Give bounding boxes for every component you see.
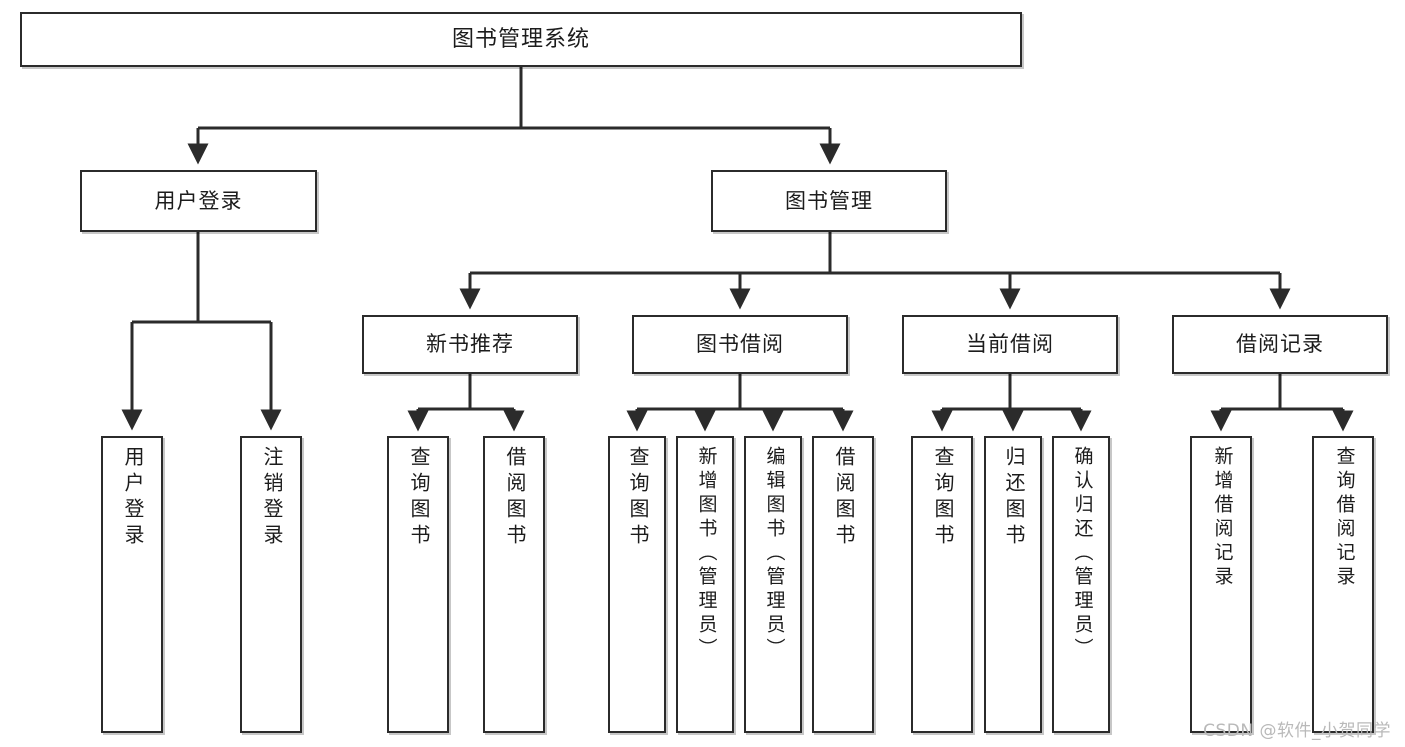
leaf-query-book-2[interactable]: 查询图书 — [608, 436, 666, 733]
leaf-borrow-book-2-label: 借阅图书 — [832, 446, 856, 550]
leaf-user-logout[interactable]: 注销登录 — [240, 436, 302, 733]
leaf-query-book-3-label: 查询图书 — [931, 446, 955, 550]
node-borrow-record[interactable]: 借阅记录 — [1172, 315, 1388, 374]
leaf-query-book-2-label: 查询图书 — [626, 446, 650, 550]
leaf-borrow-book-1[interactable]: 借阅图书 — [483, 436, 545, 733]
leaf-borrow-book-1-label: 借阅图书 — [503, 446, 527, 550]
leaf-edit-book-label: 编辑图书（管理员） — [763, 446, 786, 662]
node-book-manage-label: 图书管理 — [785, 188, 873, 213]
leaf-add-book[interactable]: 新增图书（管理员） — [676, 436, 734, 733]
leaf-confirm-return[interactable]: 确认归还（管理员） — [1052, 436, 1110, 733]
leaf-borrow-book-2[interactable]: 借阅图书 — [812, 436, 874, 733]
leaf-add-record[interactable]: 新增借阅记录 — [1190, 436, 1252, 733]
node-new-book-recommend[interactable]: 新书推荐 — [362, 315, 578, 374]
leaf-user-login-label: 用户登录 — [121, 446, 145, 550]
node-root-label: 图书管理系统 — [451, 26, 590, 52]
leaf-return-book-label: 归还图书 — [1002, 446, 1026, 550]
leaf-confirm-return-label: 确认归还（管理员） — [1071, 446, 1094, 662]
node-borrow-record-label: 借阅记录 — [1236, 332, 1324, 357]
node-book-manage[interactable]: 图书管理 — [711, 170, 947, 232]
node-book-borrow[interactable]: 图书借阅 — [632, 315, 848, 374]
leaf-add-record-label: 新增借阅记录 — [1211, 446, 1234, 590]
leaf-user-logout-label: 注销登录 — [260, 446, 284, 550]
leaf-query-record-label: 查询借阅记录 — [1333, 446, 1356, 590]
node-root[interactable]: 图书管理系统 — [20, 12, 1022, 67]
watermark: CSDN @软件_小贺同学 — [1203, 721, 1391, 741]
node-current-borrow[interactable]: 当前借阅 — [902, 315, 1118, 374]
leaf-query-book-3[interactable]: 查询图书 — [911, 436, 973, 733]
node-new-book-recommend-label: 新书推荐 — [426, 332, 514, 357]
node-book-borrow-label: 图书借阅 — [696, 332, 784, 357]
leaf-query-book-1-label: 查询图书 — [407, 446, 431, 550]
leaf-query-record[interactable]: 查询借阅记录 — [1312, 436, 1374, 733]
node-user-login[interactable]: 用户登录 — [80, 170, 317, 232]
leaf-edit-book[interactable]: 编辑图书（管理员） — [744, 436, 802, 733]
node-user-login-label: 用户登录 — [154, 188, 243, 213]
node-current-borrow-label: 当前借阅 — [966, 332, 1054, 357]
leaf-return-book[interactable]: 归还图书 — [984, 436, 1042, 733]
leaf-query-book-1[interactable]: 查询图书 — [387, 436, 449, 733]
leaf-user-login[interactable]: 用户登录 — [101, 436, 163, 733]
leaf-add-book-label: 新增图书（管理员） — [695, 446, 718, 662]
